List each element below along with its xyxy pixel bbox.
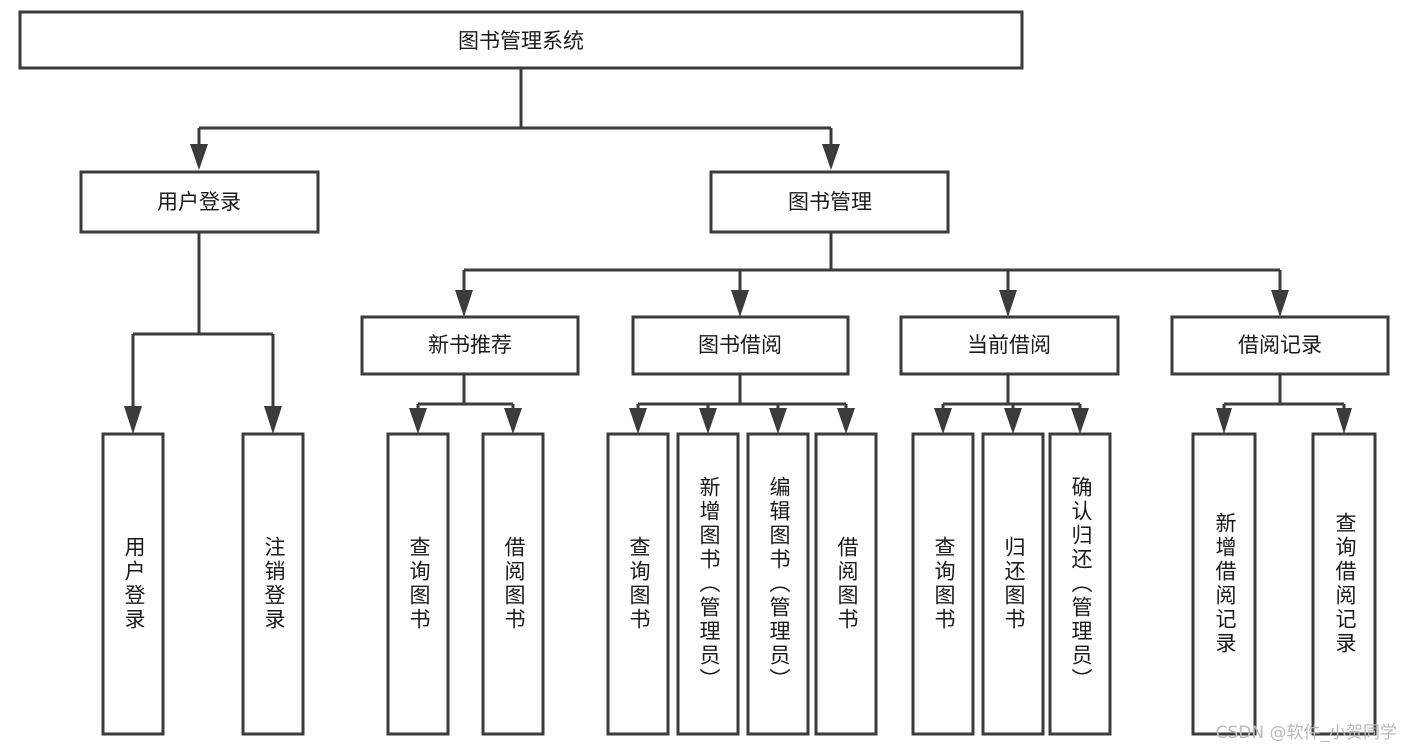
node-leaf-12-box[interactable]	[1191, 432, 1257, 736]
arrow-head-leaf-5	[629, 408, 647, 434]
arrow-head-leaf-9	[934, 408, 952, 434]
arrow-head-current-borrow	[999, 290, 1017, 317]
node-leaf-8[interactable]: 借阅图书	[814, 432, 878, 736]
arrow-head-leaf-3	[409, 408, 427, 434]
node-leaf-9-box[interactable]	[911, 432, 975, 736]
node-leaf-4[interactable]: 借阅图书	[481, 432, 545, 736]
node-new-book-rec[interactable]: 新书推荐	[360, 315, 580, 376]
node-root-box[interactable]	[18, 10, 1024, 70]
node-leaf-7-label: 编辑图书（管理员）	[767, 476, 791, 692]
node-leaf-11[interactable]: 确认归还（管理员）	[1048, 432, 1112, 736]
node-user-login-box[interactable]	[79, 170, 320, 234]
node-leaf-2-label: 注销登录	[262, 536, 286, 632]
node-book-borrow-box[interactable]	[631, 315, 850, 376]
arrow-head-user-login	[190, 144, 208, 170]
node-leaf-3-box[interactable]	[386, 432, 450, 736]
node-book-mgmt-box[interactable]	[709, 170, 950, 234]
arrow-head-leaf-11	[1071, 408, 1089, 434]
node-borrow-record-box[interactable]	[1170, 315, 1390, 376]
node-leaf-1[interactable]: 用户登录	[101, 432, 165, 736]
arrow-head-book-mgmt	[822, 144, 840, 170]
arrow-head-leaf-6	[699, 408, 717, 434]
node-leaf-10-box[interactable]	[981, 432, 1045, 736]
node-current-borrow[interactable]: 当前借阅	[899, 315, 1120, 376]
node-leaf-10[interactable]: 归还图书	[981, 432, 1045, 736]
node-leaf-5[interactable]: 查询图书	[606, 432, 670, 736]
node-leaf-3[interactable]: 查询图书	[386, 432, 450, 736]
arrow-head-borrow-record	[1271, 290, 1289, 317]
node-leaf-1-box[interactable]	[101, 432, 165, 736]
node-leaf-12[interactable]: 新增借阅记录	[1191, 432, 1257, 736]
node-leaf-8-label: 借阅图书	[835, 536, 859, 632]
node-leaf-10-label: 归还图书	[1002, 536, 1026, 632]
node-leaf-7[interactable]: 编辑图书（管理员）	[746, 432, 810, 736]
arrow-head-leaf-8	[837, 408, 855, 434]
connector-layer	[124, 68, 1352, 434]
node-leaf-5-label: 查询图书	[627, 536, 651, 632]
node-book-mgmt[interactable]: 图书管理	[709, 170, 950, 234]
node-leaf-13-box[interactable]	[1311, 432, 1377, 736]
node-leaf-2-box[interactable]	[241, 432, 305, 736]
node-leaf-9-label: 查询图书	[932, 536, 956, 632]
node-current-borrow-label: 当前借阅	[967, 333, 1051, 357]
node-user-login[interactable]: 用户登录	[79, 170, 320, 234]
arrow-head-leaf-4	[504, 408, 522, 434]
node-current-borrow-box[interactable]	[899, 315, 1120, 376]
node-book-borrow-label: 图书借阅	[698, 333, 782, 357]
node-leaf-11-box[interactable]	[1048, 432, 1112, 736]
arrow-head-new-book-rec	[455, 290, 473, 317]
node-leaf-11-label: 确认归还（管理员）	[1069, 476, 1093, 692]
node-leaf-4-box[interactable]	[481, 432, 545, 736]
node-new-book-rec-label: 新书推荐	[428, 333, 512, 357]
node-leaf-1-label: 用户登录	[122, 536, 146, 632]
node-leaf-4-label: 借阅图书	[502, 536, 526, 632]
node-leaf-12-label: 新增借阅记录	[1213, 512, 1237, 656]
node-new-book-rec-box[interactable]	[360, 315, 580, 376]
node-root[interactable]: 图书管理系统	[18, 10, 1024, 70]
node-leaf-9[interactable]: 查询图书	[911, 432, 975, 736]
node-leaf-7-box[interactable]	[746, 432, 810, 736]
arrow-head-leaf-13	[1336, 408, 1352, 434]
arrow-head-leaf-2	[264, 406, 282, 434]
node-leaf-6-label: 新增图书（管理员）	[697, 476, 721, 692]
node-leaf-2[interactable]: 注销登录	[241, 432, 305, 736]
node-root-label: 图书管理系统	[458, 29, 584, 53]
node-leaf-13[interactable]: 查询借阅记录	[1311, 432, 1377, 736]
node-leaf-8-box[interactable]	[814, 432, 878, 736]
arrow-head-leaf-10	[1004, 408, 1022, 434]
node-borrow-record[interactable]: 借阅记录	[1170, 315, 1390, 376]
node-book-borrow[interactable]: 图书借阅	[631, 315, 850, 376]
node-leaf-13-label: 查询借阅记录	[1333, 512, 1357, 656]
node-leaf-3-label: 查询图书	[407, 536, 431, 632]
node-borrow-record-label: 借阅记录	[1238, 333, 1322, 357]
arrow-head-book-borrow	[731, 290, 749, 317]
arrow-head-leaf-7	[769, 408, 787, 434]
node-leaf-6-box[interactable]	[676, 432, 740, 736]
node-leaf-6[interactable]: 新增图书（管理员）	[676, 432, 740, 736]
node-book-mgmt-label: 图书管理	[788, 190, 872, 214]
node-leaf-5-box[interactable]	[606, 432, 670, 736]
arrow-head-leaf-1	[124, 406, 142, 434]
arrow-head-leaf-12	[1216, 408, 1232, 434]
node-user-login-label: 用户登录	[157, 190, 241, 214]
